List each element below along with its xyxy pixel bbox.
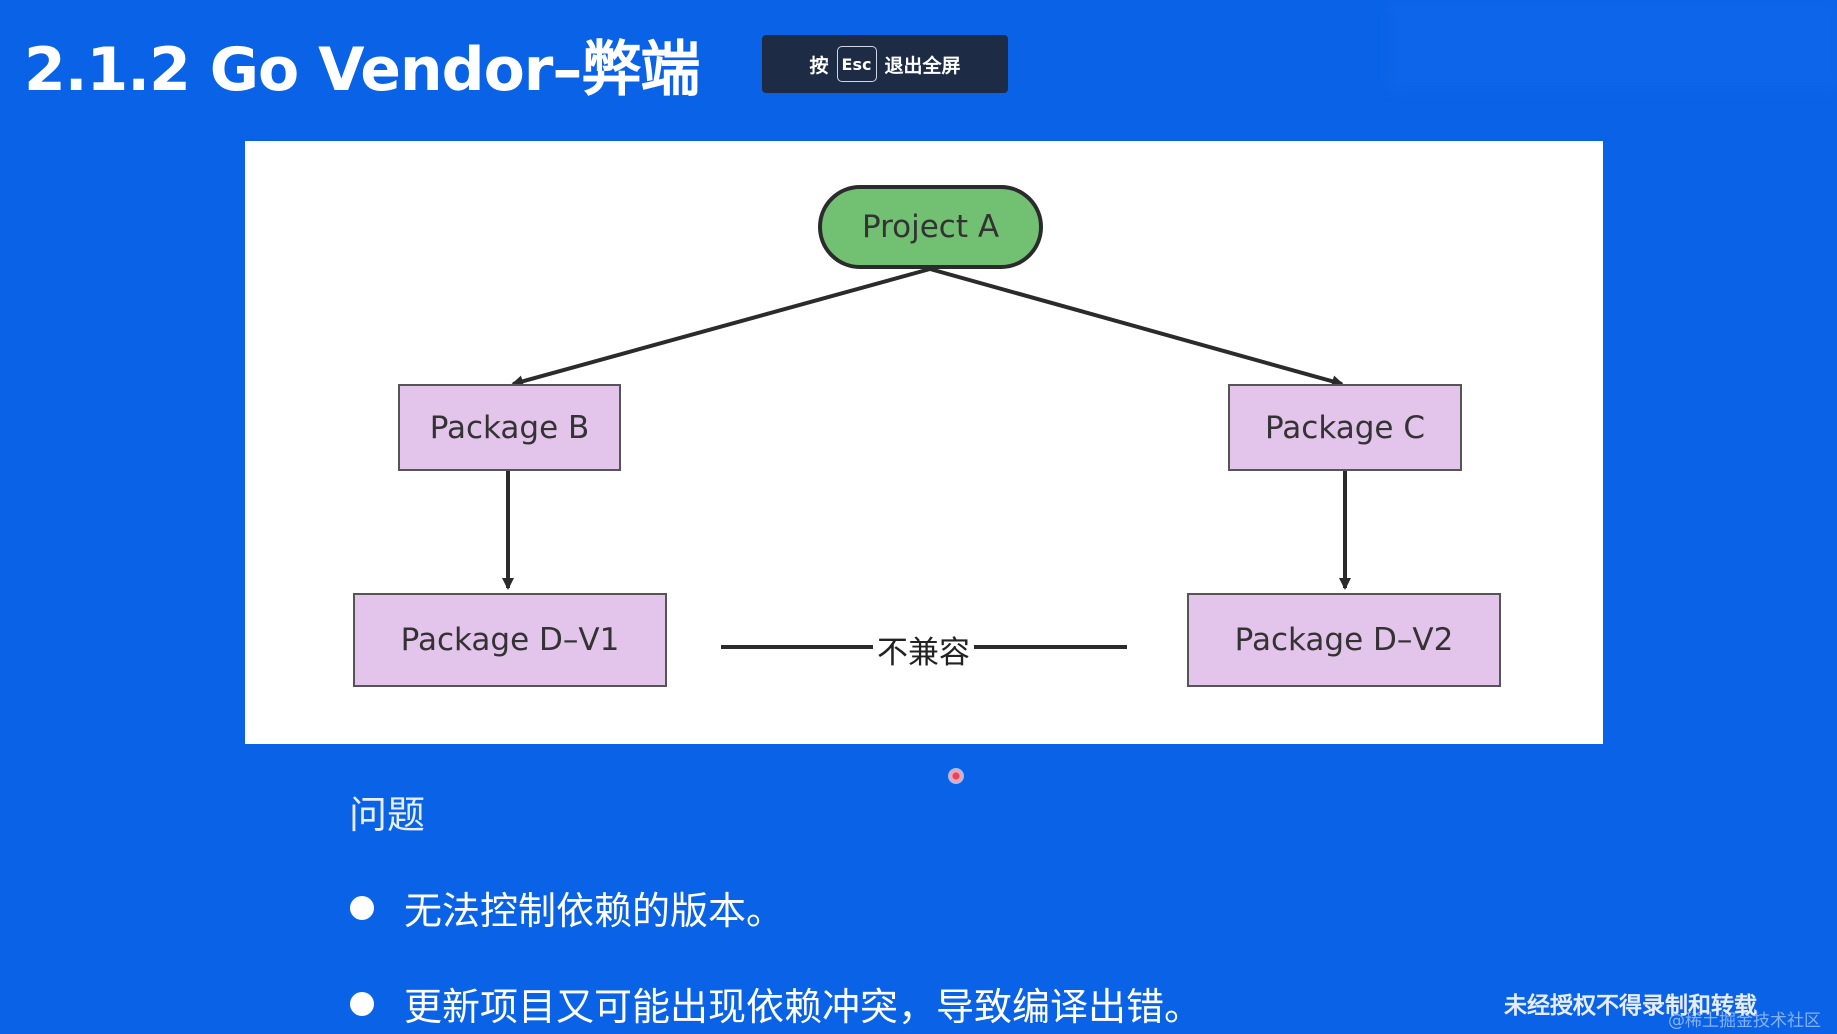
problem-item: 无法控制依赖的版本。: [350, 880, 784, 935]
site-watermark: @稀土掘金技术社区: [1668, 1011, 1821, 1031]
problem-item: 更新项目又可能出现依赖冲突，导致编译出错。: [350, 976, 1202, 1031]
node-package-c: Package C: [1228, 384, 1462, 471]
edge-a-to-c: [929, 267, 1344, 388]
bullet-icon: [350, 991, 374, 1016]
node-package-b: Package B: [398, 384, 621, 471]
problems-heading: 问题: [349, 793, 426, 837]
bullet-icon: [350, 895, 374, 920]
toast-prefix: 按: [809, 54, 829, 77]
copyright-watermark: 未经授权不得录制和转载: [1504, 993, 1757, 1019]
node-package-d-v2: Package D–V2: [1187, 593, 1501, 687]
problem-item-text: 更新项目又可能出现依赖冲突，导致编译出错。: [404, 985, 1203, 1029]
incompatible-label: 不兼容: [873, 627, 974, 672]
fullscreen-exit-toast: 按 Esc 退出全屏: [762, 35, 1008, 93]
toast-suffix: 退出全屏: [884, 54, 961, 77]
slide-title: 2.1.2 Go Vendor–弊端: [24, 35, 700, 105]
esc-key-icon: Esc: [836, 46, 877, 82]
node-project-a: Project A: [818, 185, 1043, 269]
top-right-shade: [1390, 0, 1837, 90]
node-package-d-v1: Package D–V1: [353, 593, 667, 687]
cursor-indicator: [948, 768, 964, 784]
dependency-diagram: Project A Package B Package C Package D–…: [245, 141, 1603, 744]
edge-a-to-b: [511, 267, 931, 388]
problem-item-text: 无法控制依赖的版本。: [404, 889, 785, 933]
